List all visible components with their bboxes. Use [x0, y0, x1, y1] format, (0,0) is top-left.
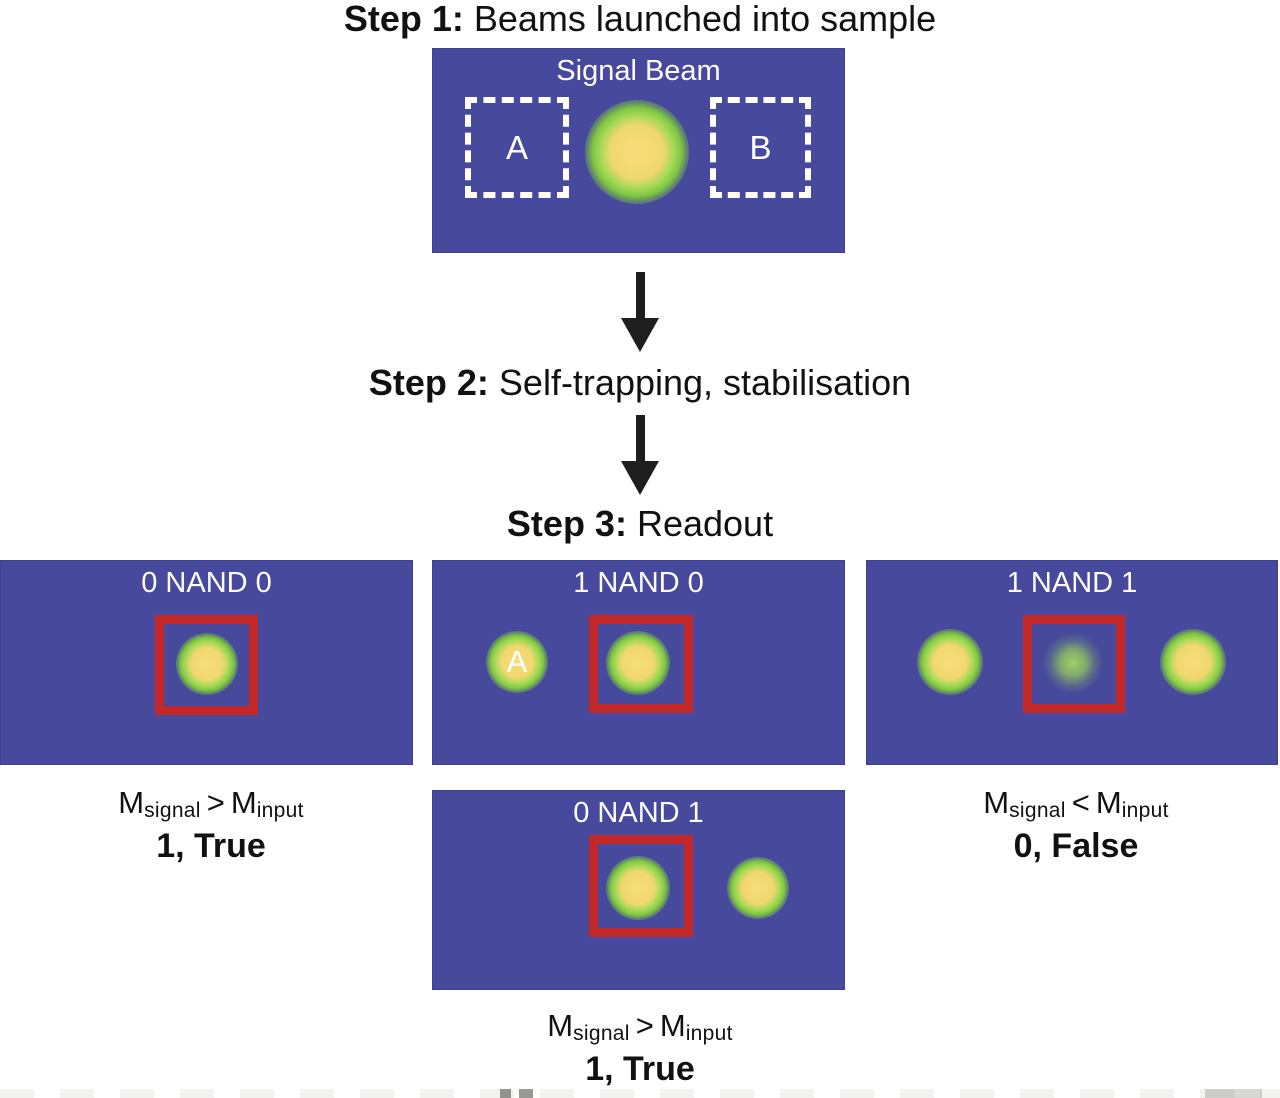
step2-text: Self-trapping, stabilisation — [498, 362, 912, 403]
m-signal-sub: signal — [1009, 799, 1066, 822]
step3-text: Readout — [636, 503, 774, 544]
signal-marker-box — [589, 615, 693, 713]
signal-beam-spot — [176, 633, 238, 695]
step1-text: Beams launched into sample — [473, 0, 937, 39]
m-input: M — [659, 1008, 686, 1043]
signal-beam-spot — [585, 100, 689, 204]
readout-panel-1nand0: 1 NAND 0 A — [432, 560, 845, 765]
weak-signal-beam-spot — [1043, 633, 1103, 693]
readout-panel-1nand1-title: 1 NAND 1 — [1006, 567, 1138, 599]
m-input-sub: input — [256, 799, 304, 822]
step3-title: Step 3: Readout — [0, 503, 1280, 545]
m-input-sub: input — [685, 1022, 733, 1045]
m-input: M — [1095, 785, 1122, 820]
input-region-b-label: B — [749, 128, 772, 166]
input-beam-a-label: A — [506, 644, 528, 679]
down-arrow-head — [621, 461, 659, 495]
down-arrow-shaft — [635, 272, 645, 318]
m-signal-sub: signal — [573, 1022, 630, 1045]
signal-marker-box — [1023, 615, 1125, 713]
m-input-sub: input — [1121, 799, 1169, 822]
signal-beam-panel-title: Signal Beam — [556, 55, 721, 87]
input-beam-b-spot — [1160, 629, 1226, 695]
caption-0nand0-result: 1, True — [156, 827, 266, 865]
caption-1nand1: Msignal<Minput 0, False — [926, 785, 1226, 866]
down-arrow-shaft — [635, 415, 645, 461]
down-arrow-icon — [621, 415, 659, 495]
step2-title: Step 2: Self-trapping, stabilisation — [0, 362, 1280, 404]
readout-panel-0nand0: 0 NAND 0 — [0, 560, 413, 765]
readout-panel-0nand0-title: 0 NAND 0 — [141, 567, 272, 599]
cropped-edge-artifact — [0, 1089, 1280, 1098]
input-region-a-label: A — [505, 128, 528, 166]
step1-title: Step 1: Beams launched into sample — [0, 0, 1280, 40]
step3-label: Step 3: — [506, 503, 627, 544]
signal-beam-spot — [606, 631, 670, 695]
readout-panel-1nand0-title: 1 NAND 0 — [573, 567, 704, 599]
m-signal: M — [983, 785, 1010, 820]
m-input: M — [230, 785, 257, 820]
caption-0nand1-relation: Msignal>Minput — [490, 1008, 790, 1045]
caption-0nand0: Msignal>Minput 1, True — [61, 785, 361, 866]
m-signal: M — [118, 785, 145, 820]
readout-panel-0nand1: 0 NAND 1 — [432, 790, 845, 990]
signal-marker-box — [155, 615, 258, 715]
m-signal: M — [547, 1008, 574, 1043]
relation-operator: > — [206, 785, 225, 820]
relation-operator: < — [1071, 785, 1090, 820]
m-signal-sub: signal — [144, 799, 201, 822]
readout-panel-0nand1-title: 0 NAND 1 — [573, 797, 704, 829]
input-beam-b-spot — [727, 857, 789, 919]
caption-0nand0-relation: Msignal>Minput — [61, 785, 361, 822]
input-region-a-box: A — [465, 97, 569, 198]
step2-label: Step 2: — [368, 362, 489, 403]
down-arrow-icon — [621, 272, 659, 352]
signal-beam-spot — [606, 856, 670, 920]
signal-marker-box — [589, 835, 693, 937]
input-beam-a-spot — [917, 629, 983, 695]
caption-1nand1-result: 0, False — [1013, 827, 1139, 865]
caption-0nand1: Msignal>Minput 1, True — [490, 1008, 790, 1089]
down-arrow-head — [621, 318, 659, 352]
relation-operator: > — [635, 1008, 654, 1043]
readout-panel-1nand1: 1 NAND 1 — [866, 560, 1278, 765]
caption-0nand1-result: 1, True — [585, 1050, 695, 1088]
input-region-b-box: B — [710, 97, 811, 198]
caption-1nand1-relation: Msignal<Minput — [926, 785, 1226, 822]
step1-label: Step 1: — [343, 0, 464, 39]
input-beam-a-spot: A — [486, 631, 548, 693]
signal-beam-panel: Signal Beam A B — [432, 48, 845, 253]
